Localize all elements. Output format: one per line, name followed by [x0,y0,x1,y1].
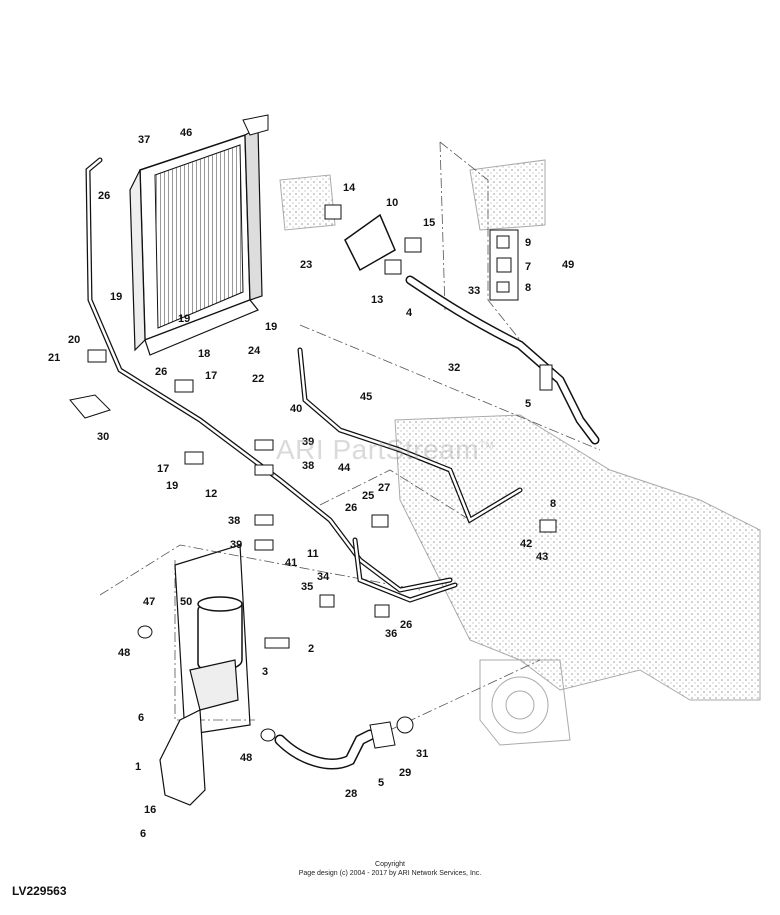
callout: 18 [198,348,210,360]
callout: 13 [371,294,383,306]
callout: 21 [48,352,60,364]
callout: 26 [155,366,167,378]
callout: 35 [301,581,313,593]
callout: 38 [302,460,314,472]
callout: 24 [248,345,261,357]
watermark: ARI PartStreamTM [276,434,495,466]
callout: 10 [386,197,398,209]
callout: 4 [406,307,413,319]
callout: 25 [362,490,374,502]
callout: 38 [228,515,240,527]
oil-cooler [129,114,269,356]
callout: 27 [378,482,390,494]
callout: 22 [252,373,264,385]
callout: 26 [400,619,412,631]
callout-labels: 37 46 26 14 10 15 9 7 49 8 23 19 13 4 33… [48,127,574,840]
callout: 19 [166,480,178,492]
engine-background [279,159,761,746]
callout: 3 [262,666,268,678]
hoses [274,213,600,770]
callout: 30 [97,431,109,443]
diagram-id: LV229563 [12,884,67,898]
callout: 41 [285,557,297,569]
callout: 36 [385,628,397,640]
callout: 15 [423,217,435,229]
callout: 29 [399,767,411,779]
callout: 17 [205,370,217,382]
callout: 37 [138,134,150,146]
callout: 5 [525,398,531,410]
callout: 26 [345,502,357,514]
trademark-mark: TM [479,440,495,452]
callout: 20 [68,334,80,346]
callout: 39 [230,539,242,551]
callout: 19 [110,291,122,303]
callout: 44 [338,462,351,474]
copyright-notice: Page design (c) 2004 - 2017 by ARI Netwo… [298,870,482,877]
callout: 33 [468,285,480,297]
copyright-label: Copyright [375,861,405,868]
callout: 28 [345,788,357,800]
callout: 19 [178,313,190,325]
watermark-text: ARI PartStream [276,434,480,465]
callout: 23 [300,259,312,271]
callout: 5 [378,777,384,789]
reference-lines [99,141,601,731]
callout: 43 [536,551,548,563]
oil-lines [85,157,523,603]
callout: 8 [550,498,556,510]
callout: 8 [525,282,531,294]
callout: 46 [180,127,192,139]
callout: 12 [205,488,217,500]
oil-filter-assembly [159,544,251,806]
callout: 9 [525,237,531,249]
callout: 42 [520,538,532,550]
callout: 19 [265,321,277,333]
callout: 6 [138,712,144,724]
callout: 45 [360,391,372,403]
callout: 39 [302,436,314,448]
callout: 50 [180,596,192,608]
callout: 17 [157,463,169,475]
callout: 1 [135,761,141,773]
callout: 2 [308,643,314,655]
callout: 7 [525,261,531,273]
callout: 40 [290,403,302,415]
callout: 48 [118,647,130,659]
callout: 31 [416,748,428,760]
fittings [69,204,557,749]
callout: 48 [240,752,252,764]
callout: 26 [98,190,110,202]
callout: 11 [307,548,319,560]
callout: 14 [343,182,356,194]
callout: 16 [144,804,156,816]
callout: 47 [143,596,155,608]
callout: 32 [448,362,460,374]
callout: 6 [140,828,146,840]
callout: 49 [562,259,574,271]
callout: 34 [317,571,330,583]
